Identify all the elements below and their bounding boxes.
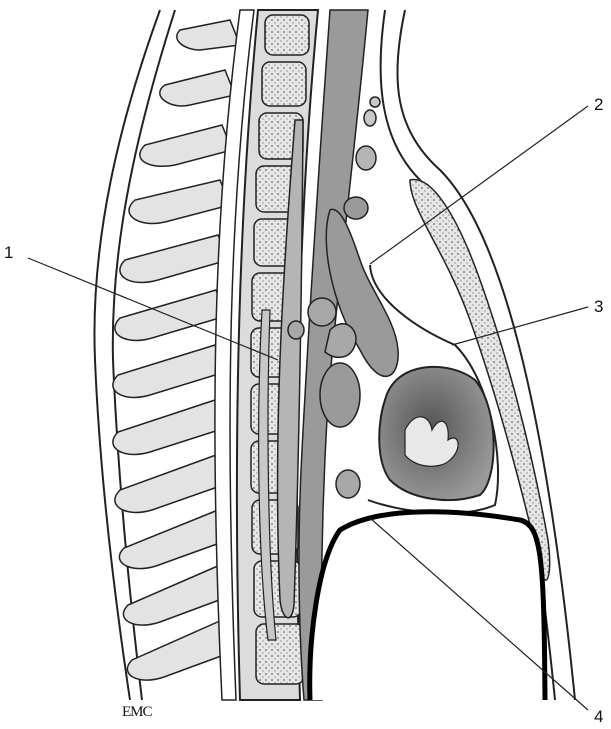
- label-4: 4: [594, 708, 603, 725]
- emc-logo: EMC: [122, 704, 152, 721]
- label-2: 2: [594, 96, 603, 113]
- diaphragm-dome: [310, 512, 545, 700]
- label-1: 1: [4, 244, 13, 261]
- leader-line-2: [370, 106, 588, 264]
- label-3: 3: [594, 298, 603, 315]
